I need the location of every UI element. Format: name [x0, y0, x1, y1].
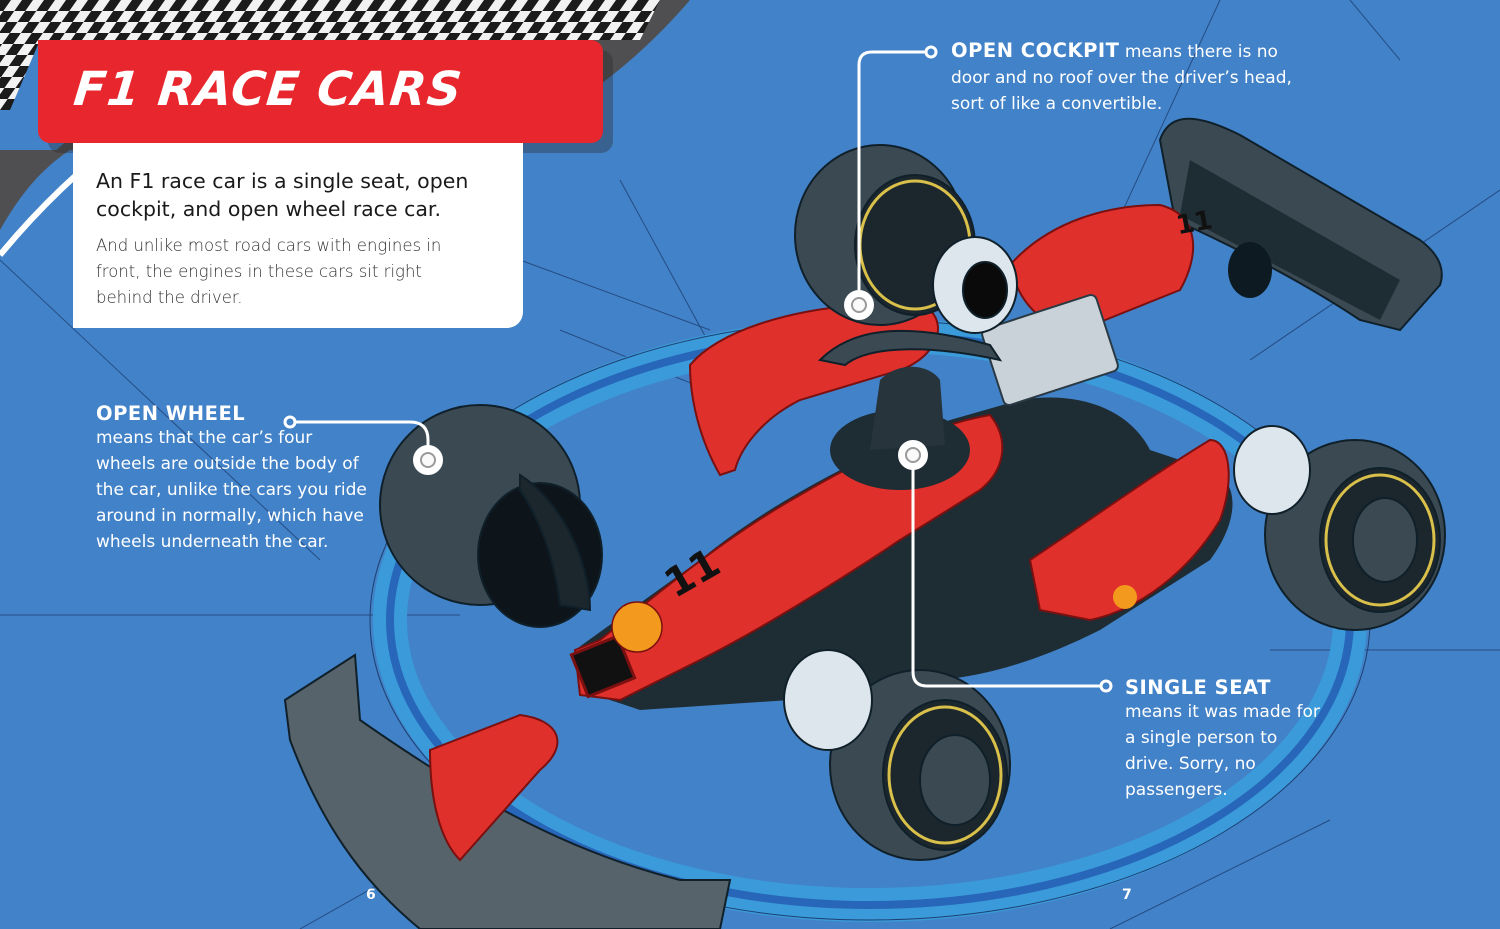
callout-single-seat-heading: SINGLE SEAT — [1125, 676, 1271, 699]
callout-single-seat: SINGLE SEAT means it was made for a sing… — [1125, 676, 1325, 803]
callout-open-wheel-heading: OPEN WHEEL — [96, 402, 246, 425]
callout-open-cockpit-text: means there is no door and no roof over … — [951, 42, 1292, 114]
page-number-left: 6 — [366, 887, 376, 903]
intro-box: An F1 race car is a single seat, open co… — [73, 143, 523, 328]
open-wheel-marker-pin — [413, 445, 443, 475]
intro-lead-text: An F1 race car is a single seat, open co… — [96, 169, 469, 221]
page-title: F1 RACE CARS — [71, 62, 466, 117]
title-banner: F1 RACE CARS — [38, 40, 603, 143]
single-seat-marker-pin — [898, 440, 928, 470]
callout-open-wheel-text: means that the car’s four wheels are out… — [96, 428, 367, 552]
intro-body-text: And unlike most road cars with engines i… — [96, 236, 442, 307]
open-cockpit-marker-pin — [844, 290, 874, 320]
callout-open-cockpit: OPEN COCKPIT means there is no door and … — [951, 38, 1311, 117]
car-number-engine-cover: 11 — [1174, 205, 1215, 241]
callout-single-seat-text: means it was made for a single person to… — [1125, 702, 1320, 800]
page-number-right: 7 — [1122, 887, 1132, 903]
callout-open-cockpit-heading: OPEN COCKPIT — [951, 39, 1120, 62]
callout-open-wheel: OPEN WHEEL means that the car’s four whe… — [96, 402, 376, 555]
